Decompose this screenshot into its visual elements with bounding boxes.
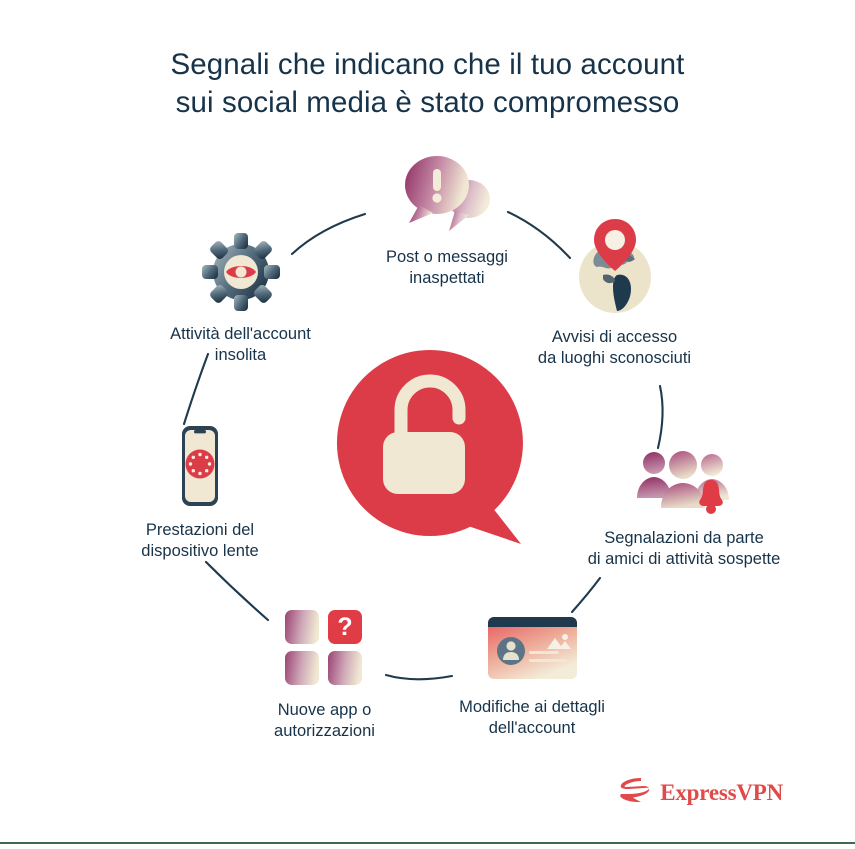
expressvpn-mark-icon (617, 775, 651, 810)
phone-loading-spinner-icon (169, 424, 231, 513)
connector-globe-to-people (656, 384, 664, 450)
page-title-line-2: sui social media è stato compromesso (175, 86, 680, 119)
node-new-apps-permissions[interactable]: ? Nuove app o autorizzazioni (242, 608, 407, 742)
app-tiles-question-icon: ? (283, 608, 367, 693)
node-label-new-apps-permissions: Nuove app o autorizzazioni (274, 701, 375, 740)
node-slow-device[interactable]: Prestazioni del dispositivo lente (110, 424, 290, 562)
expressvpn-logo[interactable]: ExpressVPN (617, 775, 783, 810)
page-title-line-1: Segnali che indicano che il tuo account (170, 48, 685, 81)
node-friend-reports[interactable]: Segnalazioni da parte di amici di attivi… (538, 446, 830, 570)
people-group-bell-icon (629, 446, 739, 521)
node-label-slow-device: Prestazioni del dispositivo lente (141, 521, 259, 560)
speech-bubbles-exclamation-icon (395, 153, 499, 240)
node-unexpected-posts[interactable]: Post o messaggi inaspettati (342, 153, 552, 289)
node-label-unexpected-posts: Post o messaggi inaspettati (386, 248, 508, 287)
node-label-login-alerts: Avvisi di accesso da luoghi sconosciuti (537, 328, 692, 367)
profile-card-icon (485, 613, 580, 690)
globe-location-pin-icon (569, 215, 661, 320)
node-login-alerts[interactable]: Avvisi di accesso da luoghi sconosciuti (512, 215, 717, 369)
center-open-padlock-icon (335, 348, 525, 548)
footer-divider (0, 842, 855, 844)
node-label-friend-reports: Segnalazioni da parte di amici di attivi… (587, 529, 781, 568)
node-account-details-changes[interactable]: Modifiche ai dettagli dell'account (432, 613, 632, 739)
node-label-unusual-activity: Attività dell'account insolita (170, 325, 311, 364)
svg-text:?: ? (337, 613, 352, 641)
connector-people-to-card (570, 576, 602, 614)
gear-eye-icon (201, 232, 281, 317)
expressvpn-wordmark: ExpressVPN (660, 779, 783, 805)
node-label-account-details-changes: Modifiche ai dettagli dell'account (459, 698, 605, 737)
page-title: Segnali che indicano che il tuo account … (0, 46, 855, 122)
node-unusual-activity[interactable]: Attività dell'account insolita (148, 232, 333, 366)
